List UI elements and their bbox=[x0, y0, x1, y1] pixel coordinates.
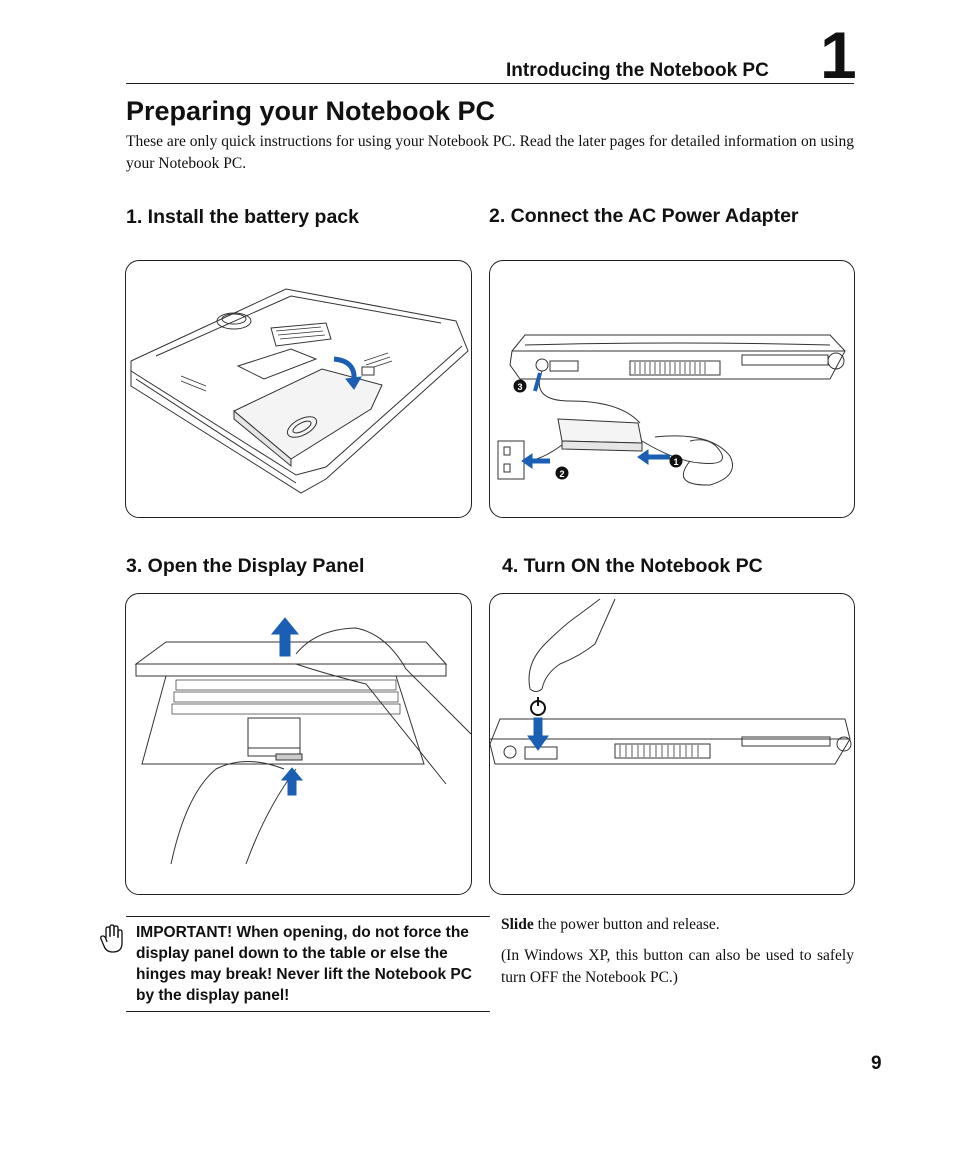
note-divider-top bbox=[126, 916, 490, 917]
callout-3: 3 bbox=[517, 382, 522, 392]
note-divider-bottom bbox=[126, 1011, 490, 1012]
header-divider bbox=[126, 83, 854, 84]
open-display-illustration bbox=[125, 593, 472, 895]
power-on-illustration bbox=[489, 593, 855, 895]
step-4-heading: 4. Turn ON the Notebook PC bbox=[502, 555, 763, 577]
battery-install-illustration bbox=[125, 260, 472, 518]
callout-2: 2 bbox=[559, 469, 564, 479]
callout-1: 1 bbox=[673, 457, 678, 467]
step-3-heading: 3. Open the Display Panel bbox=[126, 555, 365, 577]
slide-instruction-rest: the power button and release. bbox=[533, 916, 720, 933]
page-number: 9 bbox=[871, 1053, 882, 1074]
slide-bold-word: Slide bbox=[501, 916, 534, 933]
running-header-title: Introducing the Notebook PC bbox=[506, 60, 769, 81]
slide-instruction: Slide the power button and release. bbox=[501, 914, 854, 936]
chapter-number: 1 bbox=[820, 18, 857, 92]
step-2-heading: 2. Connect the AC Power Adapter bbox=[489, 205, 799, 227]
hand-stop-icon bbox=[100, 924, 123, 953]
step-1-heading: 1. Install the battery pack bbox=[126, 206, 360, 228]
page-title: Preparing your Notebook PC bbox=[126, 96, 496, 126]
ac-adapter-illustration: 1 2 3 bbox=[489, 260, 855, 518]
winxp-note: (In Windows XP, this button can also be … bbox=[501, 947, 854, 986]
important-note-text: IMPORTANT! When opening, do not force th… bbox=[136, 924, 472, 1004]
intro-paragraph: These are only quick instructions for us… bbox=[126, 133, 854, 172]
